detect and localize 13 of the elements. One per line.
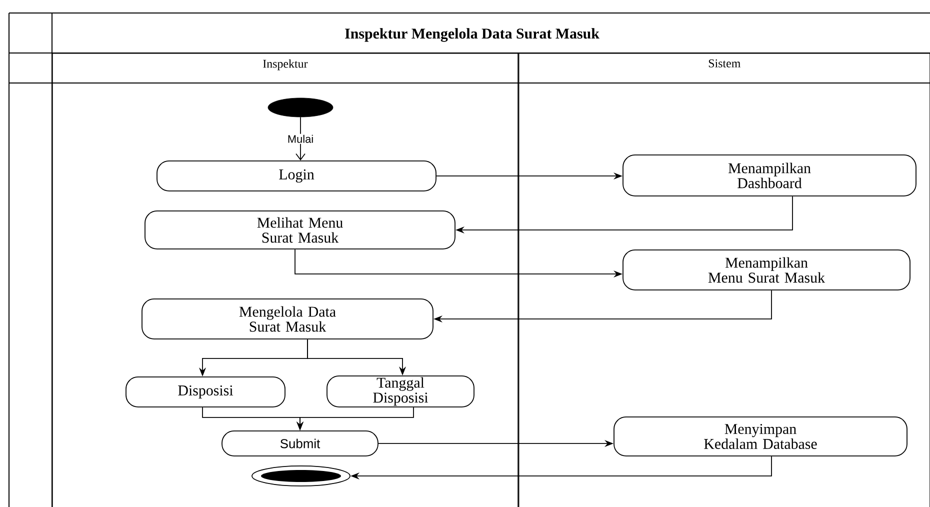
- activity-box: Melihat Menu Surat Masuk: [144, 210, 456, 250]
- activity-box: Menampilkan Menu Surat Masuk: [622, 250, 910, 290]
- activity-box: Disposisi: [126, 376, 286, 408]
- edge-label: Mulai: [286, 134, 315, 144]
- activity-box: Menampilkan Dashboard: [622, 154, 916, 196]
- activity-box: Menyimpan Kedalam Database: [614, 416, 908, 456]
- activity-box: Submit: [222, 430, 378, 456]
- start-node: [268, 98, 334, 118]
- diagram-title: Inspektur Mengelola Data Surat Masuk: [345, 28, 600, 42]
- end-node: [252, 466, 350, 486]
- activity-box: Mengelola Data Surat Masuk: [142, 298, 434, 340]
- activity-box: Login: [156, 160, 436, 192]
- activity-box: Tanggal Disposisi: [326, 376, 474, 408]
